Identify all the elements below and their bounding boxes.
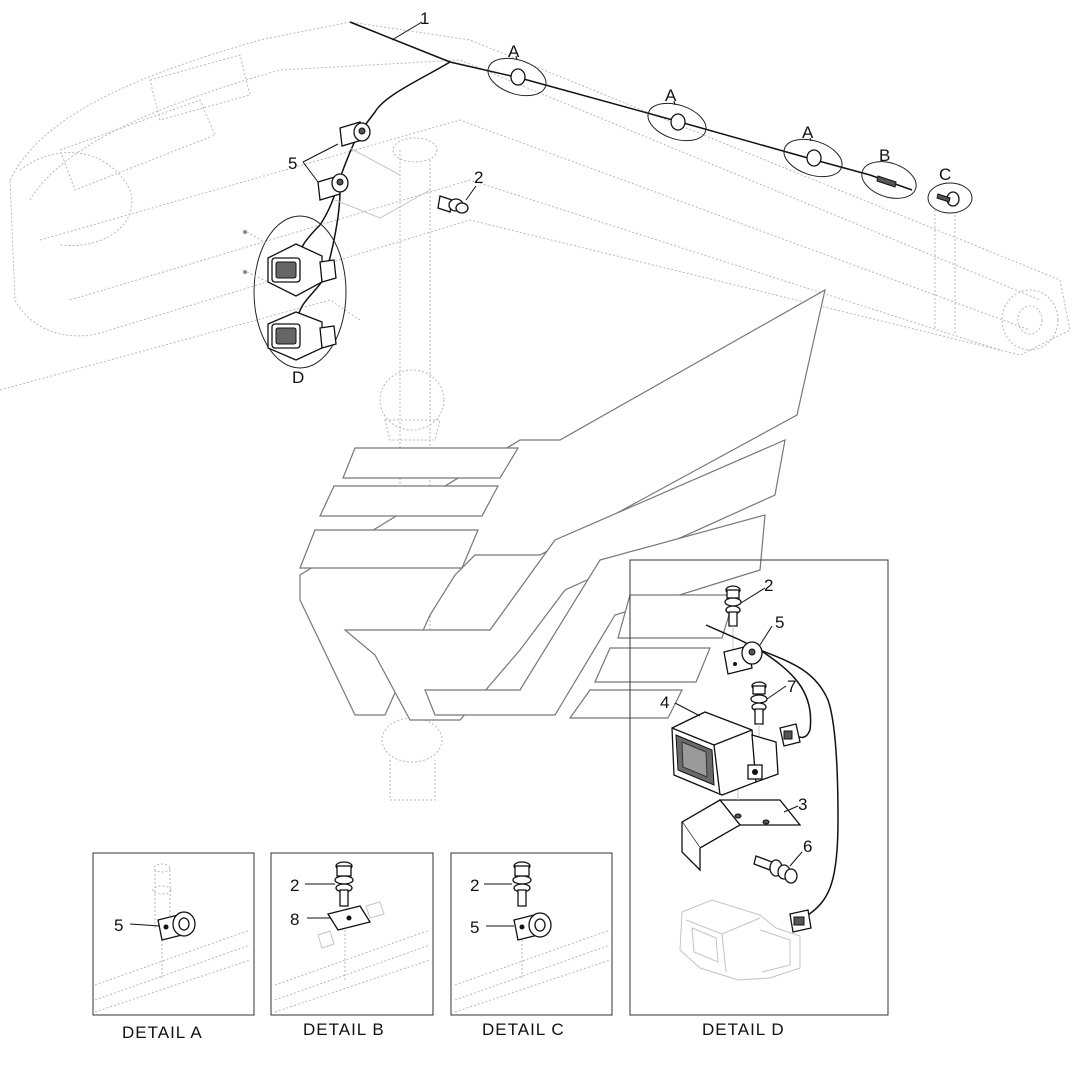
d-callout-6: 6: [803, 837, 812, 856]
callout-a3: A: [802, 123, 814, 142]
detail-a-frame: [92, 852, 255, 1016]
ghost-cab-outline: [299, 288, 826, 721]
leader-2: [465, 185, 477, 201]
detail-d-lamp-4: [671, 711, 779, 796]
lamp-group-d: [243, 215, 347, 369]
detail-b-content: [274, 861, 431, 1013]
clamp-upper: [339, 121, 371, 147]
d-callout-5: 5: [775, 613, 784, 632]
callout-a1: A: [508, 42, 520, 61]
d-leader-5: [759, 625, 773, 646]
point-a3: [783, 137, 843, 178]
detail-a-caption: DETAIL A: [122, 1023, 203, 1042]
point-a2: [647, 100, 707, 142]
detail-d-connector-lower: [789, 909, 812, 933]
a-leader-5: [129, 923, 161, 927]
d-leader-6: [789, 851, 803, 867]
callout-b: B: [879, 146, 890, 165]
point-a1: [487, 55, 547, 97]
detail-c-caption: DETAIL C: [482, 1020, 565, 1039]
detail-d-clamp-5: [705, 624, 839, 916]
bolt-main: [437, 195, 469, 214]
d-callout-7: 7: [787, 677, 796, 696]
d-leader-3: [783, 805, 799, 813]
detail-d-bolt-7: [750, 681, 768, 745]
c-callout-5: 5: [470, 918, 479, 937]
detail-d-connector-upper: [779, 723, 801, 747]
callout-1: 1: [420, 9, 429, 28]
detail-c-content: [454, 861, 611, 1013]
detail-d-bolt-2: [724, 585, 742, 665]
d-callout-4: 4: [660, 693, 669, 712]
c-callout-2: 2: [470, 876, 479, 895]
callout-a2: A: [665, 86, 677, 105]
d-callout-2: 2: [764, 576, 773, 595]
detail-d-bolt-6: [753, 855, 798, 884]
d-callout-3: 3: [798, 795, 807, 814]
leader-1: [391, 21, 423, 41]
detail-d-frame: [629, 559, 889, 1016]
mount-guide-lines: [334, 147, 431, 219]
detail-d-ghost-lamp: [679, 899, 801, 981]
d-leader-4: [674, 702, 701, 717]
point-c: [927, 182, 973, 214]
detail-d-caption: DETAIL D: [702, 1020, 785, 1039]
callout-c: C: [939, 165, 951, 184]
detail-a-content: [94, 863, 251, 1013]
point-b: [861, 161, 917, 199]
a-callout-5: 5: [114, 916, 123, 935]
b-callout-2: 2: [290, 876, 299, 895]
detail-c-frame: [450, 852, 613, 1016]
d-leader-2: [740, 587, 766, 604]
clamp-lower: [317, 173, 349, 201]
d-leader-7: [766, 685, 787, 700]
b-callout-8: 8: [290, 910, 299, 929]
leader-5: [302, 143, 339, 183]
detail-b-caption: DETAIL B: [303, 1020, 385, 1039]
detail-d-bracket-3: [681, 790, 802, 872]
callout-d: D: [292, 368, 304, 387]
callout-5: 5: [288, 154, 297, 173]
callout-2: 2: [474, 168, 483, 187]
detail-b-frame: [270, 852, 434, 1016]
